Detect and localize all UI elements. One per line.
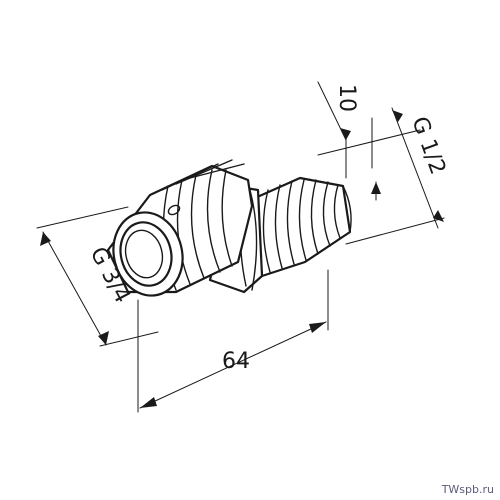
watermark: TWspb.ru bbox=[441, 483, 494, 496]
offset-label: 10 bbox=[334, 84, 359, 112]
dimension-length: 64 bbox=[137, 269, 329, 413]
outlet-thread-label: G 1/2 bbox=[406, 114, 450, 178]
length-label: 64 bbox=[222, 349, 250, 374]
inlet-ring bbox=[112, 211, 184, 297]
outlet-spigot bbox=[253, 176, 352, 278]
dimension-offset: 10 bbox=[317, 81, 381, 201]
